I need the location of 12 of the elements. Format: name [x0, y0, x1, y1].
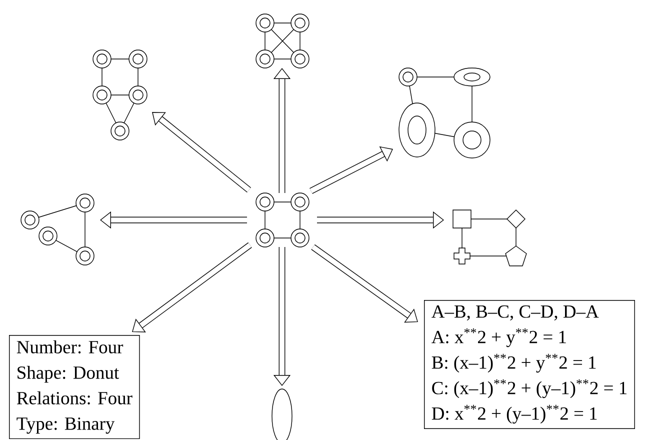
- graph-drawing: [20, 194, 94, 266]
- arrow: [310, 146, 393, 194]
- graph-drawing: [256, 192, 310, 248]
- graph-drawing: [398, 68, 490, 158]
- text-box: A–B, B–C, C–D, D–A A: x$^{**}$2 + y$^{**}$2 = 1 B: (x–1)$^{**}$2 + y$^{**}$2 = 1 C: (x–1)$^{**}$2 + (y–1)$^{**}$2 = 1 D: x$^{**}$2 + (y–1)$^{**}$2 = 1: [424, 300, 635, 429]
- text-box: Number: Four Shape: Donut Relations: Four Type: Binary: [9, 335, 140, 440]
- graph-drawing: [452, 210, 527, 266]
- graph-drawing: [92, 50, 148, 140]
- arrow: [311, 244, 418, 323]
- arrow: [152, 112, 251, 192]
- arrow: [132, 242, 252, 332]
- graph-drawing: [256, 14, 310, 68]
